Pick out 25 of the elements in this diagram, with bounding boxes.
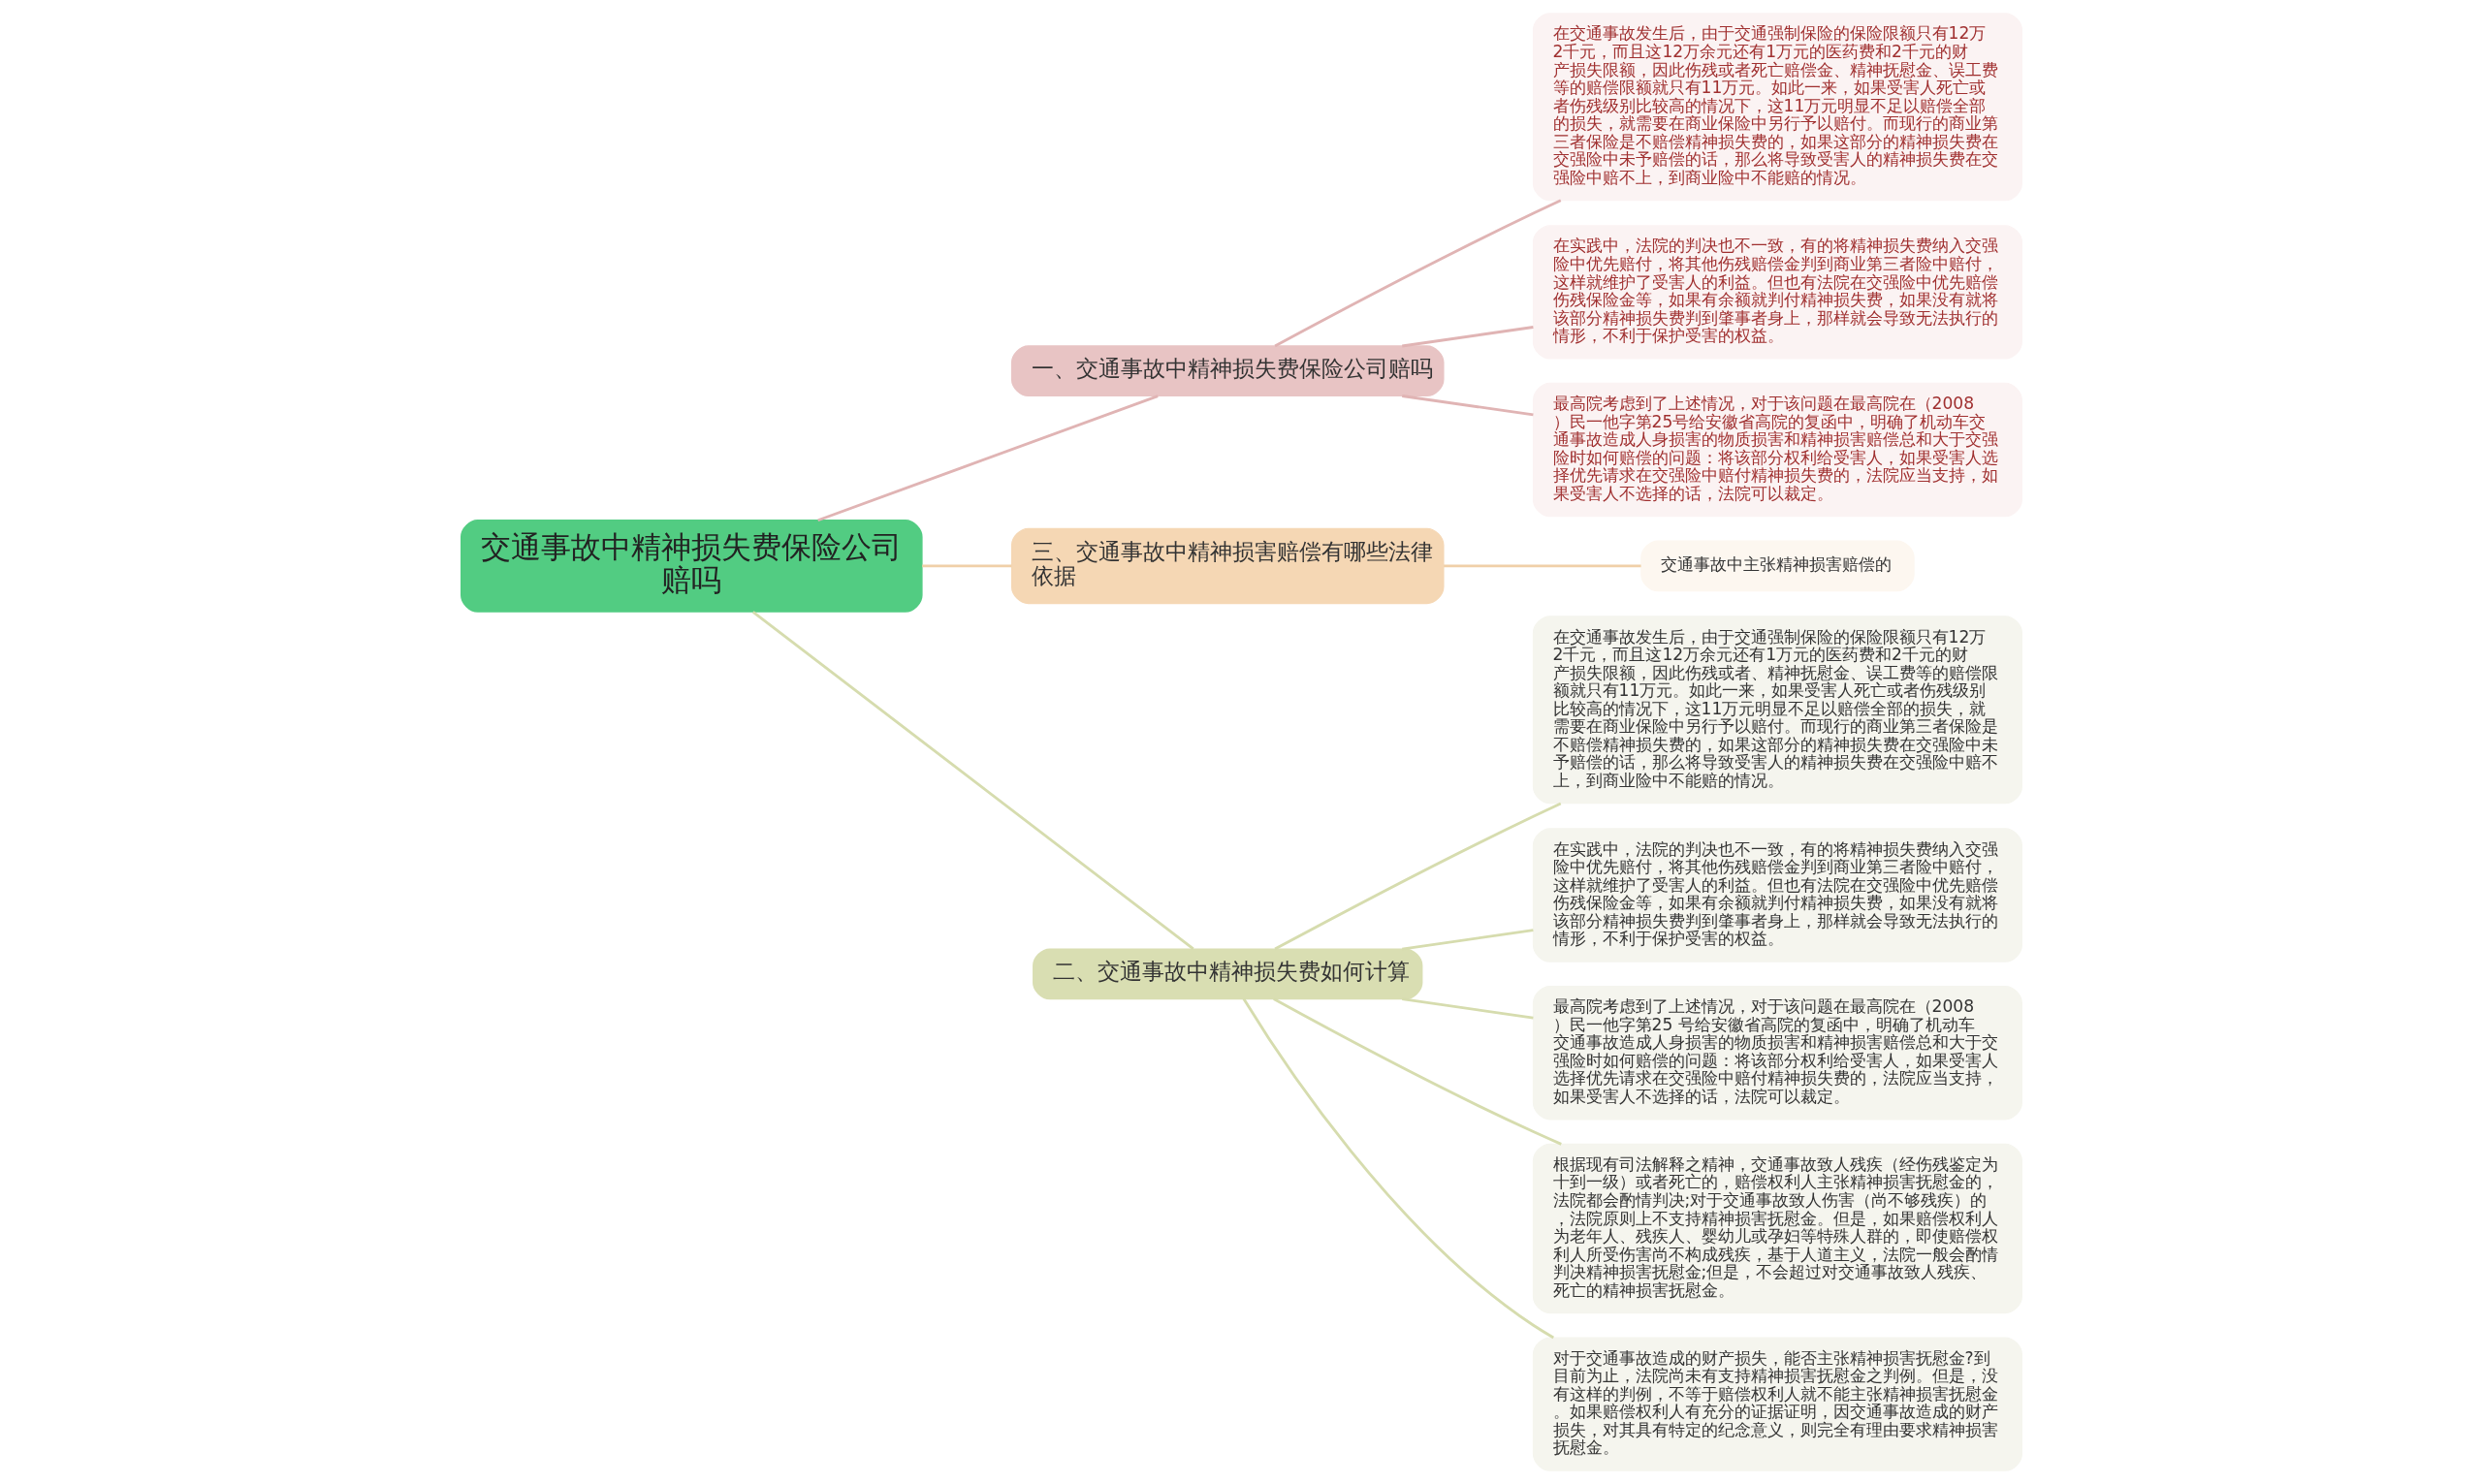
connector [1401, 929, 1534, 951]
connector [1273, 199, 1561, 348]
node-box: 在交通事故发生后，由于交通强制保险的保险限额只有12万2千元，而且这12万余元还有1万元的医药费和2千元的财产损失限额，因此伤残或者死亡赔偿金、精神抚慰金、误工费等的赔偿限额就只有11万元。如此一来，如果受害人死亡或者伤残级别比较高的情况下，这11万元明显不足以赔偿全部的损失，就需要在商业保险中另行予以赔付。而现行的商业第三者保险是不赔偿精神损失费的，如果这部分的精神损失费在交强险中未予赔偿的话，那么将导致受害人的精神损失费在交强险中赔不上，到商业险中不能赔的情况。 [1532, 13, 2022, 202]
node-box: 三、交通事故中精神损害赔偿有哪些法律依据 [1010, 527, 1445, 605]
node-box: 最高院考虑到了上述情况，对于该问题在最高院在（2008）民一他字第25号给安徽省高院的复函中，明确了机动车交通事故造成人身损害的物质损害和精神损害赔偿总和大于交强险时如何赔偿的问题：将该部分权利给受害人，如果受害人选择优先请求在交强险中赔付精神损失费的，法院应当支持，如果受害人不选择的话，法院可以裁定。 [1532, 382, 2022, 518]
node-box: 对于交通事故造成的财产损失，能否主张精神损害抚慰金?到目前为止，法院尚未有支持精神损害抚慰金之判例。但是，没有这样的判例，不等于赔偿权利人就不能主张精神损害抚慰金。如果赔偿权利人有充分的证据证明，因交通事故造成的财产损失，对其具有特定的纪念意义，则完全有理由要求精神损害抚慰金。 [1532, 1337, 2022, 1471]
node-box: 根据现有司法解释之精神，交通事故致人残疾（经伤残鉴定为十到一级）或者死亡的，赔偿权利人主张精神损害抚慰金的，法院都会酌情判决;对于交通事故致人伤害（尚不够残疾）的，法院原则上不支持精神损害抚慰金。但是，如果赔偿权利人为老年人、残疾人、婴幼儿或孕妇等特殊人群的，即使赔偿权利人所受伤害尚不构成残疾，基于人道主义，法院一般会酌情判决精神损害抚慰金;但是，不会超过对交通事故致人残疾、死亡的精神损害抚慰金。 [1532, 1143, 2022, 1314]
node-box: 最高院考虑到了上述情况，对于该问题在最高院在（2008）民一他字第25 号给安徽省高院的复函中，明确了机动车交通事故造成人身损害的物质损害和精神损害赔偿总和大于交强险时如何赔偿的问题：将该部分权利给受害人，如果受害人选择优先请求在交强险中赔付精神损失费的，法院应当支持，如果受害人不选择的话，法院可以裁定。 [1532, 986, 2022, 1121]
connector [1443, 564, 1641, 568]
connector [1401, 395, 1534, 417]
connector [1272, 997, 1562, 1146]
connector [1401, 997, 1534, 1020]
node-box: 二、交通事故中精神损失费如何计算 [1032, 948, 1422, 1000]
node-box: 在交通事故发生后，由于交通强制保险的保险限额只有12万2千元，而且这12万余元还有1万元的医药费和2千元的财产损失限额，因此伤残或者、精神抚慰金、误工费等的赔偿限额就只有11万元。如此一来，如果受害人死亡或者伤残级别比较高的情况下，这11万元明显不足以赔偿全部的损失，就需要在商业保险中另行予以赔付。而现行的商业第三者保险是不赔偿精神损失费的，如果这部分的精神损失费在交强险中未予赔偿的话，那么将导致受害人的精神损失费在交强险中赔不上，到商业险中不能赔的情况。 [1532, 616, 2022, 805]
connector [816, 395, 1159, 522]
node-box: 一、交通事故中精神损失费保险公司赔吗 [1010, 345, 1445, 397]
node-box: 在实践中，法院的判决也不一致，有的将精神损失费纳入交强险中优先赔付，将其他伤残赔偿金判到商业第三者险中赔付，这样就维护了受害人的利益。但也有法院在交强险中优先赔偿伤残保险金等，如果有余额就判付精神损失费，如果没有就将该部分精神损失费判到肇事者身上，那样就会导致无法执行的情形，不利于保护受害的权益。 [1532, 828, 2022, 963]
connector [921, 564, 1011, 568]
node-box: 在实践中，法院的判决也不一致，有的将精神损失费纳入交强险中优先赔付，将其他伤残赔偿金判到商业第三者险中赔付，这样就维护了受害人的利益。但也有法院在交强险中优先赔偿伤残保险金等，如果有余额就判付精神损失费，如果没有就将该部分精神损失费判到肇事者身上，那样就会导致无法执行的情形，不利于保护受害的权益。 [1532, 225, 2022, 360]
node-box: 交通事故中主张精神损害赔偿的 [1639, 540, 1915, 592]
connector [1273, 802, 1561, 951]
node-box: 交通事故中精神损失费保险公司赔吗 [460, 520, 923, 613]
connector [751, 611, 1194, 950]
connector [1401, 326, 1534, 348]
connector [1242, 997, 1554, 1340]
